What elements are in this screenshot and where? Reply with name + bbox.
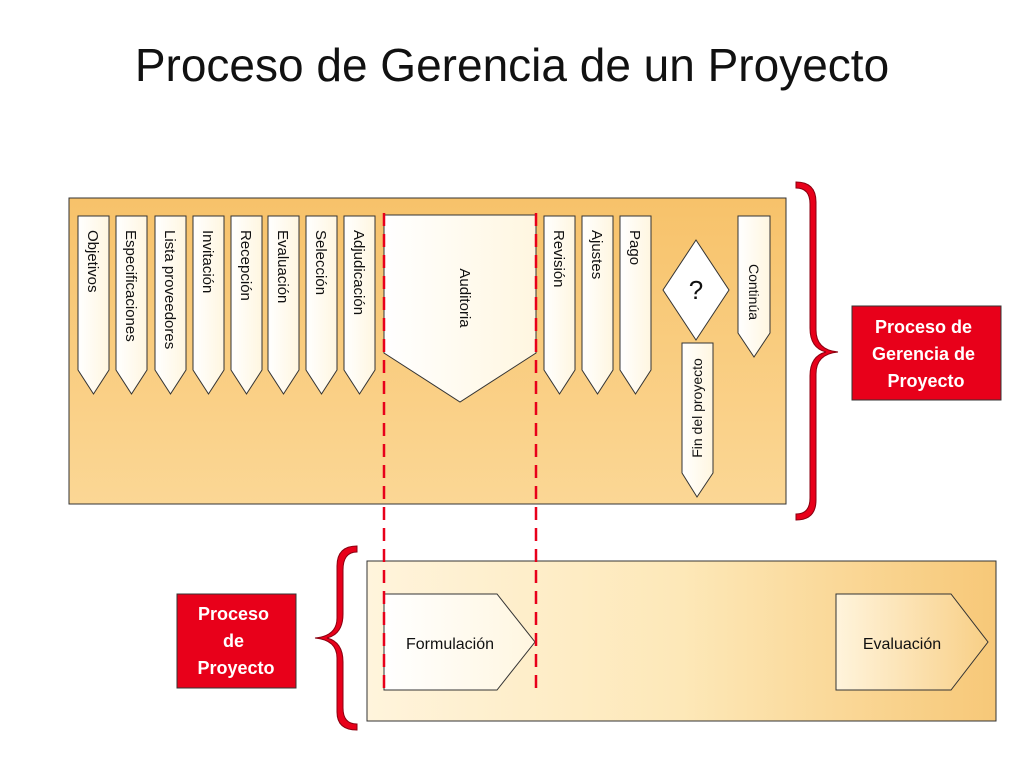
management-label-box bbox=[851, 305, 1002, 401]
project-label-line-1: Proceso bbox=[198, 604, 269, 624]
step-reception-label: Recepción bbox=[237, 230, 254, 301]
step-evaluation-label: Evaluación bbox=[274, 230, 291, 303]
step-specifications-label: Especificaciones bbox=[122, 230, 139, 342]
step-payment-shape bbox=[619, 215, 652, 395]
end-project-label: Fin del proyecto bbox=[689, 358, 705, 458]
step-reception-shape bbox=[230, 215, 263, 395]
project-label: Proceso de Proyecto bbox=[197, 604, 274, 678]
step-specifications-shape bbox=[115, 215, 148, 395]
project-label-box bbox=[176, 593, 297, 689]
step-invitation-shape bbox=[192, 215, 225, 395]
step-supplier-list-label: Lista proveedores bbox=[161, 230, 178, 349]
step-adjustments-shape bbox=[581, 215, 614, 395]
step-evaluation-shape bbox=[267, 215, 300, 395]
decision-symbol: ? bbox=[689, 275, 703, 305]
page-title: Proceso de Gerencia de un Proyecto bbox=[134, 39, 890, 91]
continue-shape bbox=[737, 215, 771, 358]
step-selection-shape bbox=[305, 215, 338, 395]
phase-formulation-label: Formulación bbox=[406, 636, 494, 653]
phase-evaluation-label: Evaluación bbox=[863, 636, 941, 653]
project-bracket bbox=[314, 545, 358, 731]
step-objectives-label: Objetivos bbox=[84, 230, 101, 293]
decision-diamond bbox=[662, 239, 730, 341]
end-project-shape bbox=[681, 342, 714, 498]
step-supplier-list-shape bbox=[154, 215, 187, 395]
step-invitation-label: Invitación bbox=[199, 230, 216, 293]
phase-evaluation bbox=[835, 593, 989, 691]
project-label-line-2: de bbox=[223, 631, 244, 651]
step-objectives-shape bbox=[77, 215, 110, 395]
phase-formulation bbox=[383, 593, 536, 691]
management-label-line-1: Proceso de bbox=[875, 317, 972, 337]
step-payment-label: Pago bbox=[626, 230, 643, 265]
step-selection-label: Selección bbox=[312, 230, 329, 295]
management-label: Proceso de Gerencia de Proyecto bbox=[872, 317, 980, 391]
management-label-line-2: Gerencia de bbox=[872, 344, 975, 364]
step-review-label: Revisión bbox=[550, 230, 567, 288]
continue-label: Continúa bbox=[746, 264, 762, 320]
management-label-line-3: Proyecto bbox=[887, 371, 964, 391]
step-review-shape bbox=[543, 215, 576, 395]
audit-label: Auditoria bbox=[456, 268, 473, 328]
management-bracket bbox=[795, 181, 839, 521]
project-label-line-3: Proyecto bbox=[197, 658, 274, 678]
step-award-shape bbox=[343, 215, 376, 395]
step-adjustments-label: Ajustes bbox=[588, 230, 605, 279]
step-award-label: Adjudicación bbox=[350, 230, 367, 315]
